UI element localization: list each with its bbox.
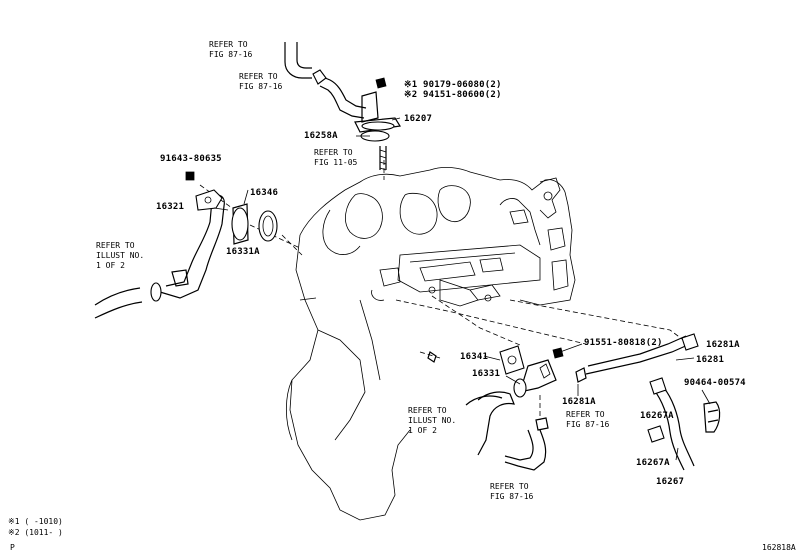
page-marker: P [10,543,15,552]
water-outlet-pipe-16207 [284,42,401,171]
ref-fig-87-16-c: REFER TO FIG 87-16 [566,410,609,430]
ref-illust-mid: REFER TO ILLUST NO. 1 OF 2 [408,406,456,436]
ref-line: 1 OF 2 [408,426,437,435]
ref-line: FIG 87-16 [566,420,610,429]
part-label-16207[interactable]: 16207 [404,114,433,124]
bypass-hoses-16281-16267 [585,333,721,471]
ref-line: REFER TO [490,482,529,491]
footnote-1: ※1 ( -1010) [8,517,63,526]
part-label-91551[interactable]: 91551-80818(2) [584,338,663,348]
leader-lines [199,160,691,420]
ref-line: REFER TO [239,72,278,81]
ref-fig-87-16-a: REFER TO FIG 87-16 [209,40,252,60]
ref-line: ILLUST NO. [96,251,145,260]
label-leaders [213,117,711,461]
part-label-16331A[interactable]: 16331A [226,247,260,257]
part-label-16281A-bottom[interactable]: 16281A [562,397,596,407]
part-label-90464[interactable]: 90464-00574 [684,378,746,388]
ref-line: FIG 11-05 [314,158,358,167]
ref-fig-87-16-b: REFER TO FIG 87-16 [239,72,282,92]
engine-block-drawing [285,166,576,521]
ref-line: FIG 87-16 [239,82,283,91]
ref-line: 1 OF 2 [96,261,125,270]
ref-line: REFER TO [314,148,353,157]
ref-fig-87-16-d: REFER TO FIG 87-16 [490,482,533,502]
ref-line: REFER TO [209,40,248,49]
ref-fig-11-05: REFER TO FIG 11-05 [314,148,357,168]
part-label-16281[interactable]: 16281 [696,355,725,365]
part-label-90179[interactable]: ※1 90179-06080(2) [404,80,502,90]
part-label-16267A-bottom[interactable]: 16267A [636,458,670,468]
ref-line: REFER TO [566,410,605,419]
part-label-16267[interactable]: 16267 [656,477,685,487]
ref-line: REFER TO [96,241,135,250]
ref-line: REFER TO [408,406,447,415]
ref-illust-left: REFER TO ILLUST NO. 1 OF 2 [96,241,144,271]
figure-id: 162818A [762,543,796,552]
water-inlet-16321 [94,171,278,319]
part-label-16281A-top[interactable]: 16281A [706,340,740,350]
part-label-16321[interactable]: 16321 [156,202,185,212]
part-label-16331[interactable]: 16331 [472,369,501,379]
ref-line: FIG 87-16 [209,50,253,59]
part-label-16258A[interactable]: 16258A [304,131,338,141]
ref-line: FIG 87-16 [490,492,534,501]
part-label-16267A-top[interactable]: 16267A [640,411,674,421]
part-label-16341[interactable]: 16341 [460,352,489,362]
part-label-94151[interactable]: ※2 94151-80600(2) [404,90,502,100]
footnote-2: ※2 (1011- ) [8,528,63,537]
part-label-91643[interactable]: 91643-80635 [160,154,222,164]
part-label-16346[interactable]: 16346 [250,188,279,198]
water-outlet-16331 [427,345,587,471]
ref-line: ILLUST NO. [408,416,457,425]
